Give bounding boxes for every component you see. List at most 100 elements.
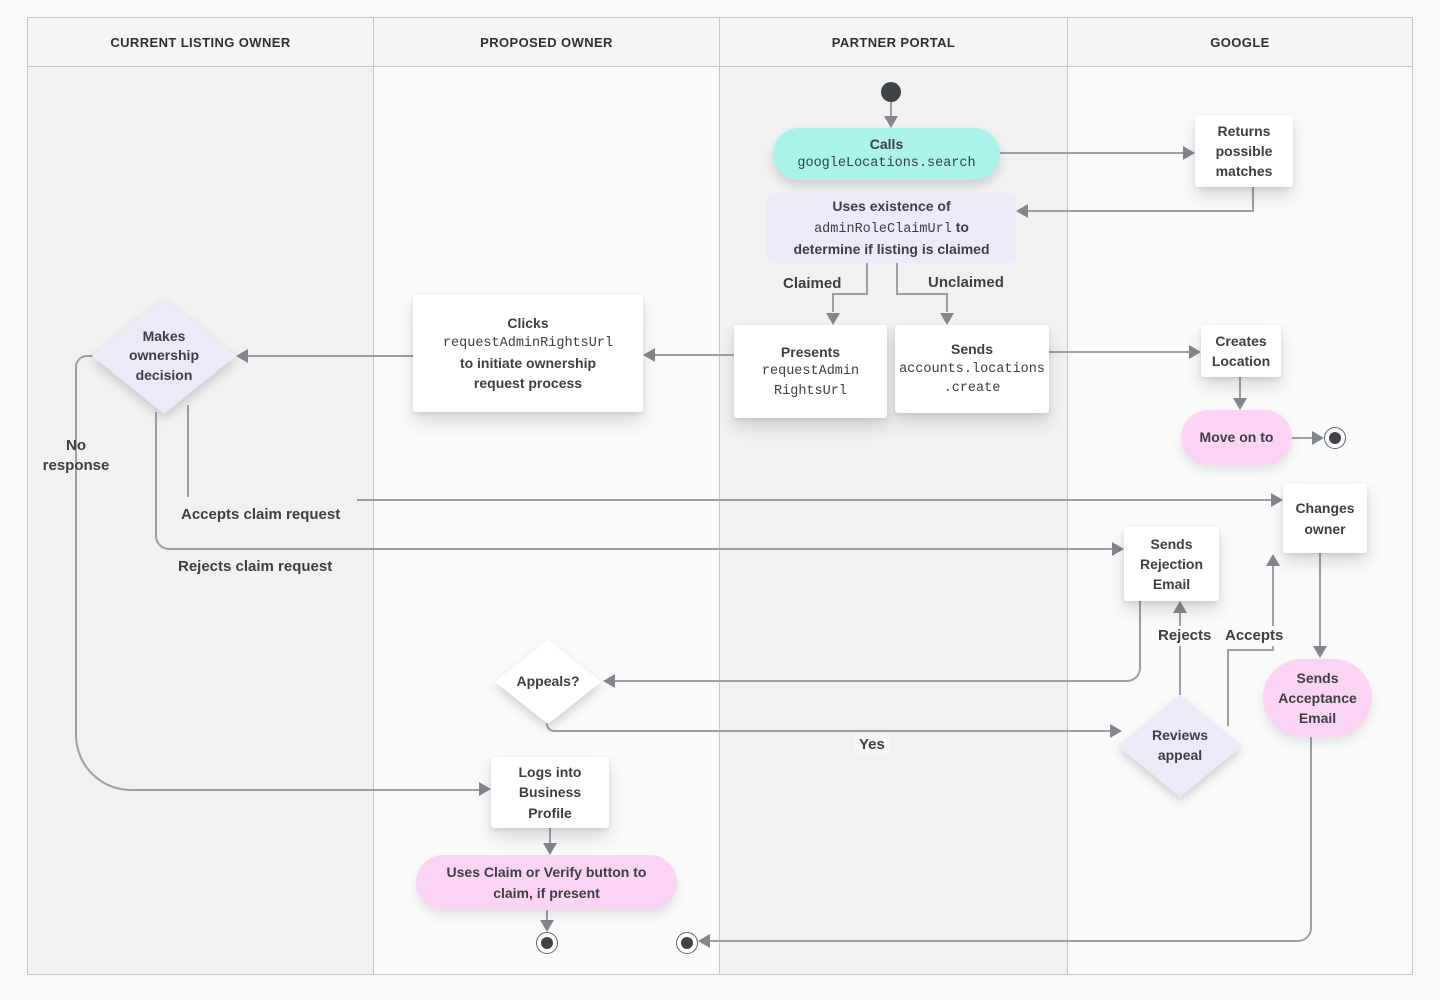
edge-start-to-calls-arrowhead: [884, 116, 898, 128]
node-rest-label: to initiate ownership request process: [459, 355, 597, 392]
edge-clicks-to-decision-arrowhead: [236, 349, 248, 363]
edge-label-rejects-claim-request: Rejects claim request: [178, 558, 333, 575]
node-move-on-to: Move on to: [1181, 410, 1292, 465]
edge-rejects-claim-line: [176, 548, 1112, 550]
node-code-label: requestAdmin RightsUrl: [761, 364, 860, 399]
node-returns-possible-matches: Returns possible matches: [1195, 115, 1293, 187]
edge-changes-to-acceptance-line: [1319, 553, 1321, 647]
edge-accepts-claim-arrowhead: [1271, 493, 1283, 507]
node-action-label: Calls: [869, 136, 904, 153]
edge-branch-stub-right: [896, 263, 898, 295]
edge-clicks-to-decision-line: [248, 355, 413, 357]
edge-yes-corner: [546, 722, 562, 732]
edge-appeal-accepts-line-v1: [1227, 649, 1229, 726]
node-action-label: Sends: [950, 341, 993, 358]
edge-rejection-to-appeals-line-v: [1139, 601, 1141, 668]
note-line-3: determine if listing is claimed: [793, 241, 990, 258]
edge-appeal-accepts-line-h: [1227, 649, 1274, 651]
edge-start-to-calls-line: [890, 102, 892, 118]
edge-claim-to-end-line: [546, 910, 548, 923]
edge-rejects-claim-corner: [155, 412, 179, 550]
edge-label-yes: Yes: [855, 735, 889, 756]
edge-claim-to-end-arrowhead: [540, 920, 554, 932]
edge-move-to-end-arrowhead: [1312, 431, 1324, 445]
edge-presents-to-clicks-line: [655, 354, 734, 356]
node-uses-existence-admin-role-claim-url: Uses existence of adminRoleClaimUrl to d…: [767, 193, 1016, 263]
node-uses-claim-or-verify: Uses Claim or Verify button to claim, if…: [416, 855, 677, 910]
node-creates-location: Creates Location: [1201, 325, 1281, 377]
edge-appeal-accepts-line-v2: [1272, 566, 1274, 651]
note-line-1: Uses existence of: [832, 198, 951, 215]
node-changes-owner: Changes owner: [1283, 484, 1367, 553]
edge-accepts-claim-stub: [187, 405, 189, 497]
edge-acceptance-to-end-line-v: [1310, 737, 1312, 930]
lane-current-listing-owner: [27, 67, 373, 975]
node-action-label: Presents: [780, 343, 841, 360]
edge-appeal-rejects-line: [1179, 613, 1181, 695]
node-appeals-question: Appeals?: [495, 640, 601, 724]
node-code-label: googleLocations.search: [797, 156, 976, 172]
edge-returns-to-uses-arrowhead: [1016, 204, 1028, 218]
edge-claimed-arrowhead: [826, 313, 840, 325]
edge-rejection-to-appeals-corner: [1123, 664, 1141, 682]
note-line-2: adminRoleClaimUrl to: [814, 217, 969, 240]
node-action-label: Clicks: [507, 315, 549, 332]
edge-creates-to-move-arrowhead: [1233, 398, 1247, 410]
edge-unclaimed-line-h: [896, 293, 948, 295]
edge-presents-to-clicks-arrowhead: [643, 348, 655, 362]
edge-changes-to-acceptance-arrowhead: [1313, 646, 1327, 658]
edge-logs-to-claim-arrowhead: [543, 843, 557, 855]
edge-claimed-line-v: [832, 293, 834, 312]
edge-yes-line: [560, 730, 1112, 732]
note-line-2-suffix: to: [955, 218, 969, 235]
end-node-acceptance-flow: [676, 932, 698, 954]
node-reviews-appeal: Reviews appeal: [1118, 695, 1242, 797]
lane-header-google: GOOGLE: [1067, 17, 1413, 67]
start-node: [881, 82, 901, 102]
node-clicks-request-admin-rights-url: Clicks requestAdminRightsUrl to initiate…: [413, 295, 643, 412]
node-presents-request-admin-rights-url: Presents requestAdmin RightsUrl: [734, 325, 887, 418]
note-code: adminRoleClaimUrl: [814, 221, 952, 237]
edge-acceptance-to-end-line-h: [710, 940, 1300, 942]
edge-move-to-end-line: [1292, 437, 1313, 439]
edge-label-claimed: Claimed: [783, 275, 842, 292]
edge-returns-to-uses-line-v: [1252, 187, 1254, 212]
edge-returns-to-uses-line-h: [1028, 210, 1254, 212]
edge-label-no-response: No response: [42, 437, 110, 475]
end-node-claim-flow: [536, 932, 558, 954]
lane-header-current-listing-owner: CURRENT LISTING OWNER: [27, 17, 373, 67]
edge-acceptance-to-end-arrowhead: [698, 934, 710, 948]
edge-appeal-rejects-arrowhead: [1173, 601, 1187, 613]
edge-sends-to-creates-line: [1049, 351, 1189, 353]
node-sends-rejection-email: Sends Rejection Email: [1124, 527, 1219, 601]
node-code-label: requestAdminRightsUrl: [442, 335, 614, 351]
decision-diamond-label: Reviews appeal: [1118, 695, 1242, 797]
decision-diamond-label: Makes ownership decision: [92, 298, 236, 414]
edge-appeal-accepts-arrowhead: [1266, 554, 1280, 566]
edge-branch-stub-left: [866, 263, 868, 295]
node-makes-ownership-decision: Makes ownership decision: [92, 298, 236, 414]
edge-rejects-claim-arrowhead: [1112, 542, 1124, 556]
node-sends-acceptance-email: Sends Acceptance Email: [1263, 659, 1372, 737]
edge-unclaimed-line-v: [946, 293, 948, 312]
decision-diamond-label: Appeals?: [495, 640, 601, 724]
edge-no-response-curve: [75, 368, 485, 791]
node-sends-accounts-locations-create: Sends accounts.locations .create: [895, 325, 1049, 413]
node-logs-into-business-profile: Logs into Business Profile: [491, 757, 609, 828]
edge-unclaimed-arrowhead: [940, 313, 954, 325]
edge-yes-arrowhead: [1110, 724, 1122, 738]
edge-no-response-arrowhead: [479, 782, 491, 796]
edge-rejection-to-appeals-line-h: [615, 680, 1125, 682]
edge-sends-to-creates-arrowhead: [1189, 345, 1201, 359]
edge-rejection-to-appeals-arrowhead: [603, 674, 615, 688]
lane-header-partner-portal: PARTNER PORTAL: [719, 17, 1067, 67]
edge-claimed-line-h: [832, 293, 868, 295]
edge-no-response-corner-top: [75, 355, 93, 371]
edge-accepts-claim-line: [357, 499, 1271, 501]
edge-label-accepts-claim-request: Accepts claim request: [181, 506, 341, 523]
node-code-label: accounts.locations .create: [899, 361, 1045, 397]
node-calls-google-locations-search: Calls googleLocations.search: [773, 128, 1000, 180]
edge-calls-to-returns-arrowhead: [1183, 146, 1195, 160]
edge-label-accepts: Accepts: [1222, 626, 1287, 647]
